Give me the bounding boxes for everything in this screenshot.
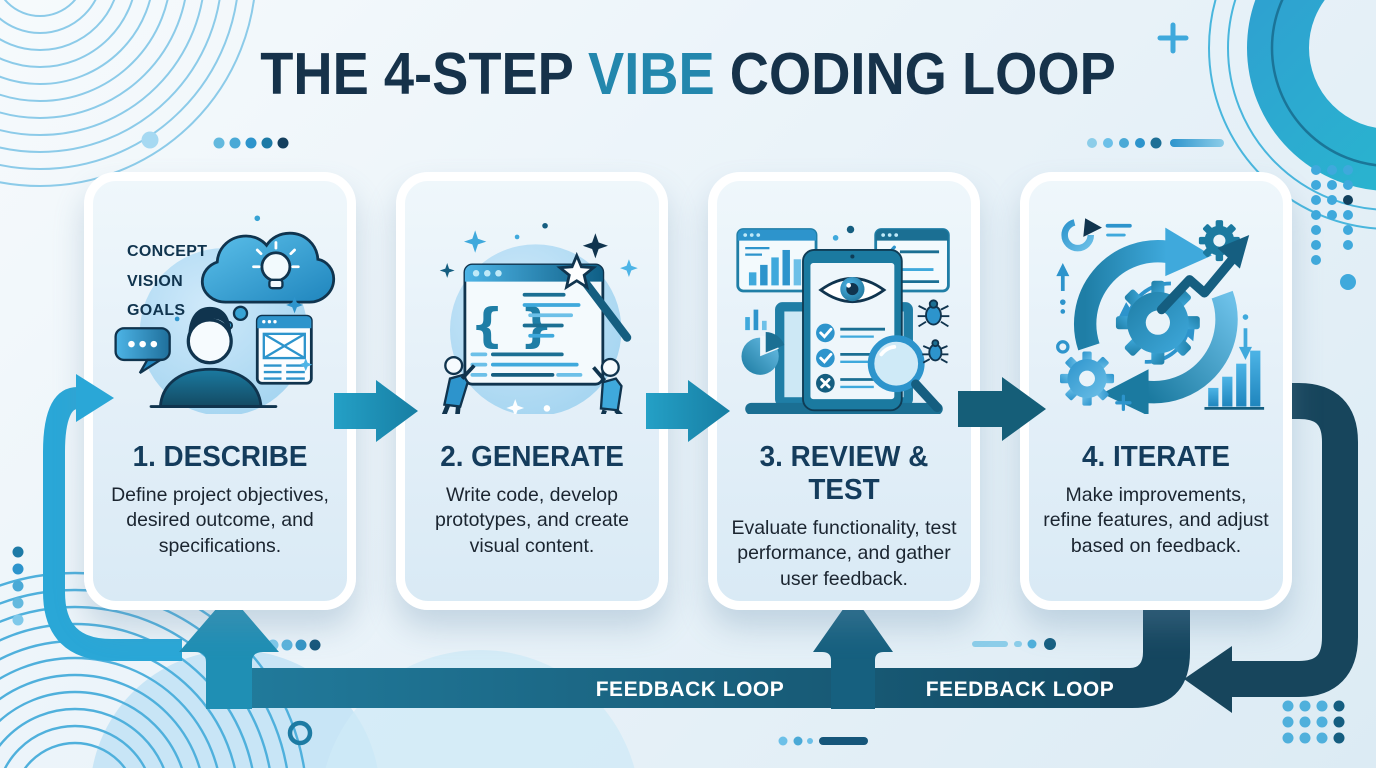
magnifier-icon [867, 335, 942, 413]
pie-chart-icon [741, 331, 785, 375]
tag-goals: GOALS [127, 302, 186, 320]
mini-bar-chart-icon [745, 309, 767, 331]
thought-cloud-icon [200, 231, 336, 331]
step-heading-review-test: 3. REVIEW & TEST [759, 441, 929, 506]
small-accent-icons [1056, 263, 1252, 411]
person-left-icon [441, 355, 476, 414]
plus-icon [1157, 22, 1189, 54]
code-window-magic-wand-icon: { } [405, 181, 659, 431]
loop-pipe-right [1184, 383, 1358, 713]
person-icon [149, 306, 278, 408]
feedback-band [230, 668, 1130, 708]
step-description-describe: Define project objectives, desired outco… [111, 484, 329, 557]
dot-grid-bottom-right [1282, 700, 1345, 744]
dot-accent [846, 225, 855, 234]
sparkle-icons [439, 222, 638, 278]
title-highlight: VIBE [587, 41, 715, 107]
sparkle-icon [506, 399, 525, 414]
step-description-review-test: Evaluate functionality, test performance… [731, 517, 957, 590]
step-heading-generate: 2. GENERATE [440, 441, 624, 473]
step-heading-iterate: 4. ITERATE [1082, 441, 1230, 473]
feedback-arrow-up-review [813, 595, 893, 709]
loop-pipe-left [43, 387, 182, 661]
ring-top-right [1208, 0, 1376, 230]
feedback-loop-label-left: FEEDBACK LOOP [596, 678, 785, 701]
speech-bubble-icon [114, 327, 171, 374]
tag-concept: CONCEPT [127, 243, 208, 260]
sparkle-icons [174, 215, 313, 372]
growth-arrow-icon [1156, 235, 1250, 315]
blob-bottom-left [92, 650, 635, 768]
title-prefix: THE 4-STEP [260, 41, 588, 107]
tablet-eye-checklist-icon [717, 181, 971, 431]
title-suffix: CODING LOOP [714, 41, 1116, 107]
feedback-arrow-up-describe [179, 594, 279, 709]
step-description-iterate: Make improvements, refine features, and … [1043, 484, 1269, 557]
arc-rings-top-left [0, 0, 255, 187]
magic-wand-icon [556, 251, 632, 342]
loop-gears-growth-icon [1029, 181, 1283, 431]
dot-row-right [1087, 137, 1224, 149]
concept-vision-goals-labels: CONCEPT VISION GOALS [127, 237, 207, 326]
step-card-describe: CONCEPT VISION GOALS 1. DESCRIBE Define … [84, 172, 356, 610]
tag-vision: VISION [127, 272, 184, 290]
gear-center-icon [1115, 280, 1200, 365]
step-heading-describe: 1. DESCRIBE [132, 441, 308, 473]
step-card-generate: { } [396, 172, 668, 610]
eye-icon [818, 276, 887, 303]
dot-row-left [141, 131, 289, 149]
small-ring-icon [287, 720, 313, 746]
gear-small-bottom-icon [1060, 351, 1115, 406]
sparkle-dot [543, 405, 551, 412]
cycle-arrows-icon [1074, 227, 1238, 414]
step-card-review-test: 3. REVIEW & TEST Evaluate functionality,… [708, 172, 980, 610]
step-card-iterate: 4. ITERATE Make improvements, refine fea… [1020, 172, 1292, 610]
person-idea-icon [93, 181, 347, 431]
dot-accent [832, 235, 839, 241]
page-title: THE 4-STEP VIBE CODING LOOP [55, 40, 1321, 108]
feedback-loop-label-right: FEEDBACK LOOP [926, 678, 1115, 701]
step-description-generate: Write code, develop prototypes, and crea… [434, 484, 630, 557]
dot-grid-top-right [1311, 165, 1356, 290]
person-right-icon [592, 357, 623, 414]
dash-dots-mid-right [972, 638, 1056, 650]
bug-icons [917, 299, 950, 364]
browser-window-icon [255, 314, 313, 385]
code-editor-window: { } [463, 263, 605, 386]
bar-chart-icon [1204, 350, 1265, 410]
checklist-icon [816, 323, 886, 393]
dots-dash-bottom-center [778, 736, 868, 746]
refresh-icon [1061, 218, 1132, 252]
dot-row-under-card1 [267, 639, 321, 651]
loop-elbow-card4 [1100, 606, 1190, 708]
dot-column-left [12, 546, 24, 626]
